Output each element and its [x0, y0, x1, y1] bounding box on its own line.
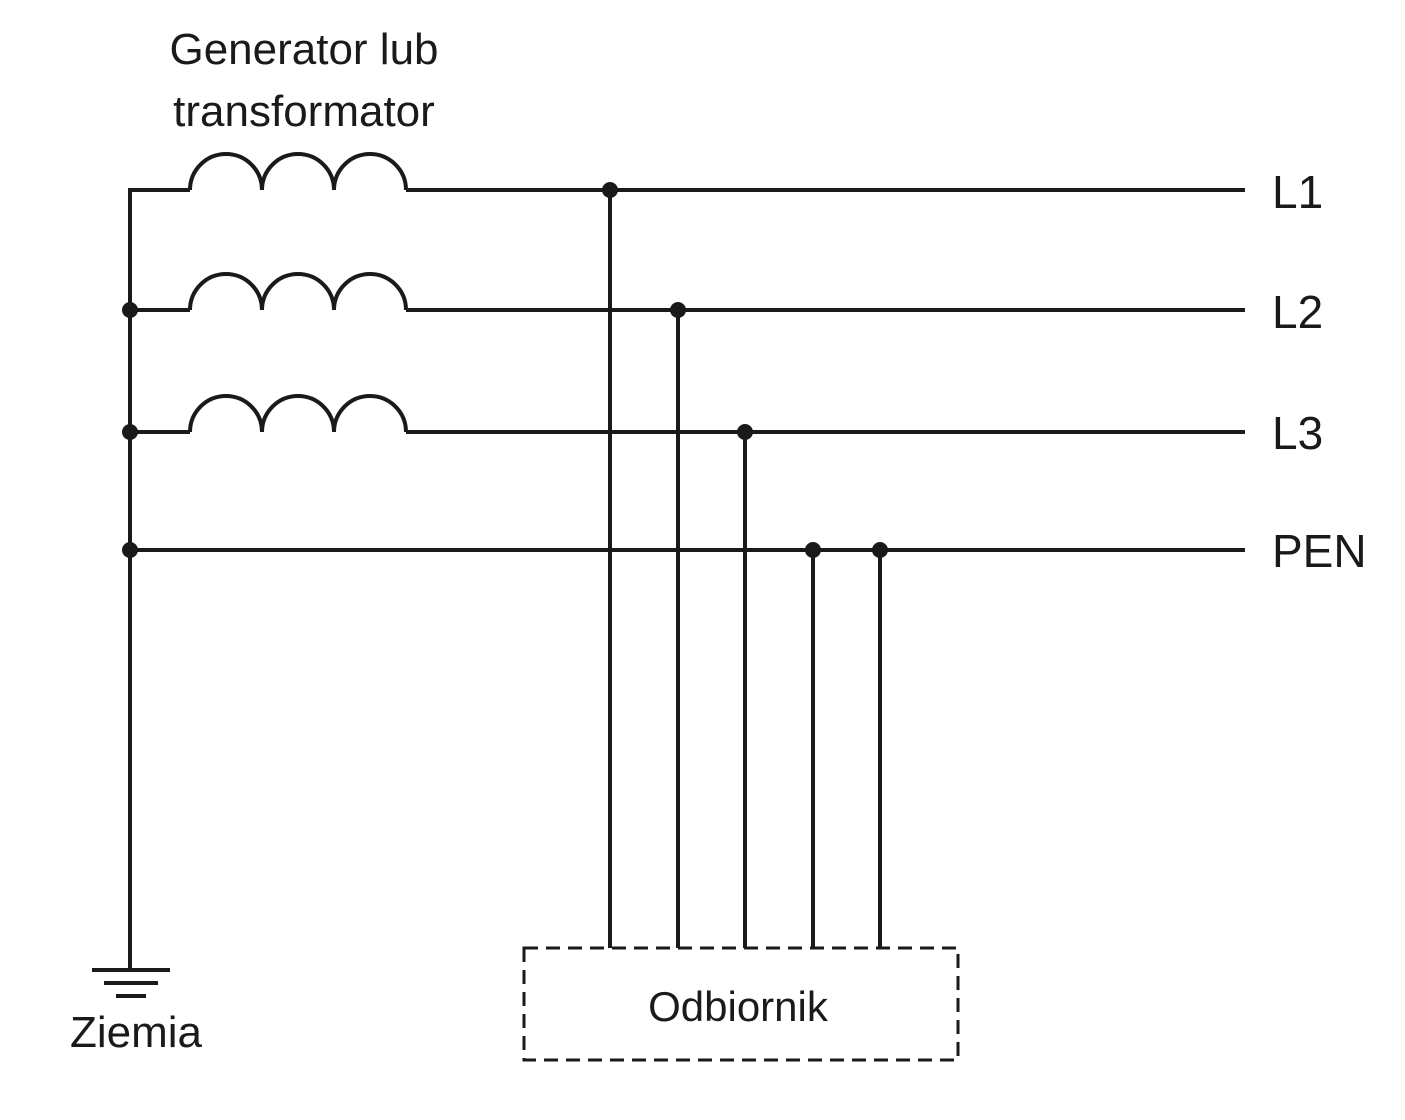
junction-dot-l2: [670, 302, 686, 318]
junction-dot-star-l3: [122, 424, 138, 440]
line-label-l3: L3: [1272, 407, 1323, 459]
coil-l1-winding: [188, 152, 408, 191]
load-box: [522, 946, 960, 1062]
coil-l3-winding: [188, 394, 408, 433]
source-label-line1: Generator lub: [169, 25, 438, 74]
line-label-pen: PEN: [1272, 525, 1367, 577]
junction-dot-pen-2: [872, 542, 888, 558]
junction-dot-l3: [737, 424, 753, 440]
source-label-line2: transformator: [173, 87, 435, 136]
line-label-l1: L1: [1272, 166, 1323, 218]
load-label: Odbiornik: [648, 983, 829, 1030]
junction-dot-l1: [602, 182, 618, 198]
ground-icon: [92, 968, 170, 998]
junction-dot-star-l2: [122, 302, 138, 318]
junction-dot-star-pen: [122, 542, 138, 558]
coil-l2-winding: [188, 272, 408, 311]
ground-label: Ziemia: [70, 1008, 203, 1057]
junction-dot-pen-1: [805, 542, 821, 558]
line-label-l2: L2: [1272, 286, 1323, 338]
